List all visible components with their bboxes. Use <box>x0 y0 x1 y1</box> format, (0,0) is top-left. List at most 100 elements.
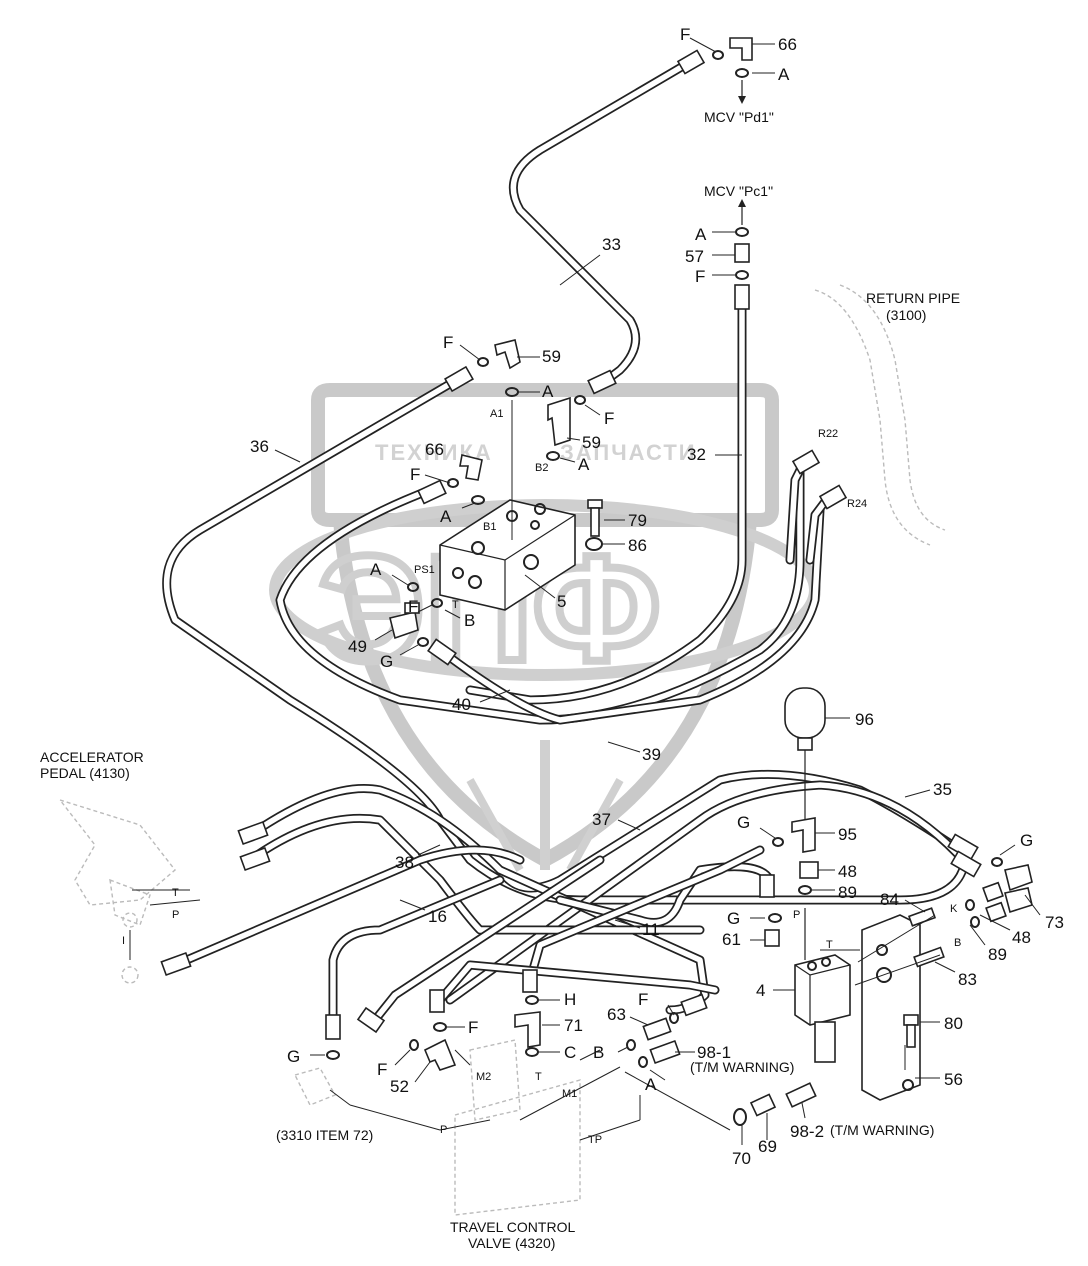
switch-63 <box>642 1017 672 1041</box>
callout-95: 95 <box>838 825 857 844</box>
callout-80: 80 <box>944 1014 963 1033</box>
callout-11: 11 <box>642 920 660 939</box>
travel-valve-label: TRAVEL CONTROL <box>450 1219 575 1235</box>
callout-38: 38 <box>395 853 414 872</box>
fitting-57 <box>734 243 750 263</box>
callout-98-2: 98-2 <box>790 1122 824 1141</box>
callout-89b: 89 <box>988 945 1007 964</box>
callout-A-57: A <box>695 225 707 244</box>
port-I: I <box>122 935 125 947</box>
switch-98-2 <box>785 1082 817 1108</box>
fitting-69 <box>749 1093 777 1117</box>
callout-57: 57 <box>685 247 704 266</box>
item72-label: (3310 ITEM 72) <box>276 1127 373 1143</box>
callout-49: 49 <box>348 637 367 656</box>
callout-A-66b: A <box>440 507 452 526</box>
callout-F-66b: F <box>410 465 420 484</box>
callout-A-59b: A <box>578 455 590 474</box>
port-T3: T <box>826 939 833 951</box>
callout-33: 33 <box>602 235 621 254</box>
port-B3: B <box>954 937 961 949</box>
callout-36: 36 <box>250 437 269 456</box>
callout-48a: 48 <box>838 862 857 881</box>
port-R24: R24 <box>847 498 867 510</box>
leader-lines <box>129 37 1041 1145</box>
travel-valve-ref: VALVE (4320) <box>468 1235 555 1251</box>
port-TP: TP <box>588 1134 602 1146</box>
callout-G-49: G <box>380 652 393 671</box>
callout-48b: 48 <box>1012 928 1031 947</box>
port-A1: A1 <box>490 408 503 420</box>
callout-56: 56 <box>944 1070 963 1089</box>
elbow-66-top <box>729 37 753 61</box>
bolt-80 <box>903 1014 919 1048</box>
tee-71 <box>514 1011 541 1048</box>
valve-block-5 <box>439 499 576 611</box>
callout-G-61: G <box>727 909 740 928</box>
callout-84: 84 <box>880 890 899 909</box>
hoses <box>162 57 970 1025</box>
flow-arrows <box>738 80 746 225</box>
callout-39: 39 <box>642 745 661 764</box>
mcv-pc1-label: MCV "Pc1" <box>704 183 773 199</box>
callout-89a: 89 <box>838 883 857 902</box>
callout-F-63: F <box>638 990 648 1009</box>
accumulator-96 <box>784 687 826 820</box>
callout-35: 35 <box>933 780 952 799</box>
callout-63: 63 <box>607 1005 626 1024</box>
port-labels: A1 B1 B2 PS1 T R22 R24 M1 M2 P TP T P T … <box>122 408 961 1146</box>
callout-H-71: H <box>564 990 576 1009</box>
callout-69: 69 <box>758 1137 777 1156</box>
callout-F-57: F <box>695 267 705 286</box>
port-P1: P <box>440 1124 447 1136</box>
port-T2: T <box>535 1071 542 1083</box>
return-pipe-label: RETURN PIPE <box>866 290 960 306</box>
washer-70 <box>733 1108 747 1126</box>
callout-C-71: C <box>564 1043 576 1062</box>
callout-G-73: G <box>1020 831 1033 850</box>
port-B2: B2 <box>535 462 548 474</box>
callout-B-63: B <box>593 1043 604 1062</box>
reference-labels: MCV "Pd1" MCV "Pc1" RETURN PIPE (3100) A… <box>40 109 960 1251</box>
solenoid-valve-4 <box>794 908 851 1063</box>
port-M1: M1 <box>562 1088 577 1100</box>
port-P3: P <box>793 909 800 921</box>
port-T: T <box>452 599 459 611</box>
callout-59b: 59 <box>582 433 601 452</box>
callout-A-59a: A <box>542 382 554 401</box>
hose-to-52 <box>328 875 505 1025</box>
accel-pedal-label: ACCELERATOR <box>40 749 144 765</box>
callout-F-t: F <box>408 597 418 616</box>
fitting-48-a <box>799 861 819 879</box>
callout-A-ps1: A <box>370 560 382 579</box>
callout-52: 52 <box>390 1077 409 1096</box>
fitting-61 <box>764 929 780 947</box>
callout-F-59a: F <box>443 333 453 352</box>
callout-73: 73 <box>1045 913 1064 932</box>
mcv-pd1-label: MCV "Pd1" <box>704 109 774 125</box>
fitting-49 <box>389 602 420 640</box>
fittings-73 <box>982 864 1033 923</box>
callout-16: 16 <box>428 907 447 926</box>
callout-61: 61 <box>722 930 741 949</box>
port-R22: R22 <box>818 428 838 440</box>
callout-G-95: G <box>737 813 750 832</box>
watermark-right-text: ЗАПЧАСТИ <box>560 440 697 465</box>
port-T4: T <box>172 887 179 899</box>
tm-warning-2: (T/M WARNING) <box>830 1122 934 1138</box>
callout-70: 70 <box>732 1149 751 1168</box>
o-rings <box>326 50 1003 1068</box>
callout-A-top: A <box>778 65 790 84</box>
tee-52 <box>423 1038 457 1071</box>
port-K: K <box>950 903 958 915</box>
bolt-79 <box>587 499 603 537</box>
callout-F-59b: F <box>604 409 614 428</box>
callout-59a: 59 <box>542 347 561 366</box>
callout-86: 86 <box>628 536 647 555</box>
callout-40: 40 <box>452 695 471 714</box>
callout-5: 5 <box>557 592 566 611</box>
callout-66-top: 66 <box>778 35 797 54</box>
tm-warning-1: (T/M WARNING) <box>690 1059 794 1075</box>
callout-79: 79 <box>628 511 647 530</box>
